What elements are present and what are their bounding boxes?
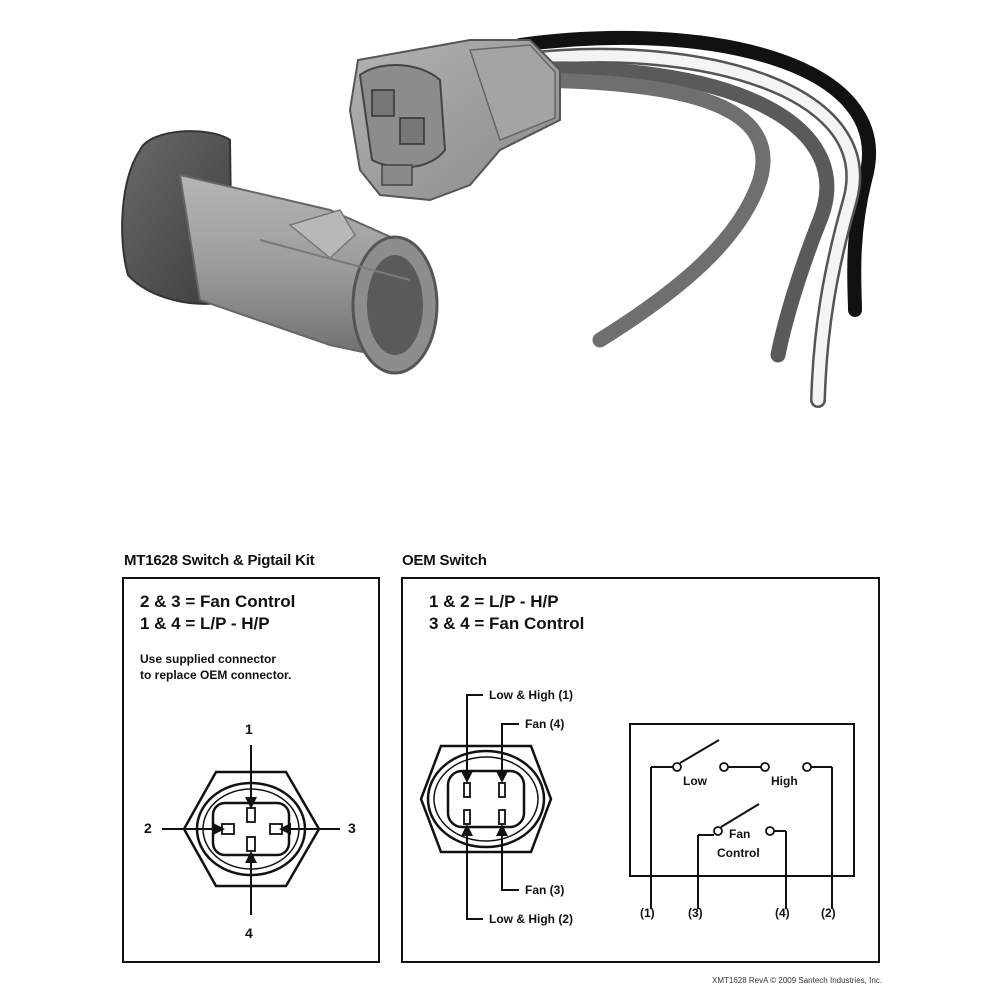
copyright-footer: XMT1628 RevA © 2009 Santech Industries, … bbox=[712, 976, 882, 985]
schematic-high-label: High bbox=[771, 774, 798, 788]
pressure-switch bbox=[121, 130, 439, 375]
oem-label-fan-4: Fan (4) bbox=[525, 717, 565, 731]
oem-connector-diagram bbox=[419, 694, 855, 920]
pigtail-connector bbox=[348, 39, 561, 202]
oem-heading: OEM Switch bbox=[402, 552, 487, 569]
kit-panel: 2 & 3 = Fan Control 1 & 4 = L/P - H/P Us… bbox=[122, 577, 380, 963]
schematic-terminal-4: (4) bbox=[775, 906, 790, 920]
schematic-control-label: Control bbox=[717, 846, 760, 860]
kit-pin-1-label: 1 bbox=[245, 721, 253, 737]
schematic-terminal-3: (3) bbox=[688, 906, 703, 920]
oem-line-1: 1 & 2 = L/P - H/P bbox=[429, 592, 559, 611]
kit-pin-4-label: 4 bbox=[245, 925, 253, 941]
schematic-low-label: Low bbox=[683, 774, 707, 788]
oem-panel: 1 & 2 = L/P - H/P 3 & 4 = Fan Control bbox=[401, 577, 880, 963]
kit-heading: MT1628 Switch & Pigtail Kit bbox=[124, 552, 315, 569]
kit-pin-3-label: 3 bbox=[348, 820, 356, 836]
kit-note-1: Use supplied connector bbox=[140, 652, 277, 666]
pigtail-wires bbox=[507, 30, 876, 408]
oem-label-low-high-2: Low & High (2) bbox=[489, 912, 573, 926]
schematic-fan-label: Fan bbox=[729, 827, 751, 841]
oem-label-fan-3: Fan (3) bbox=[525, 883, 565, 897]
kit-note-2: to replace OEM connector. bbox=[140, 668, 292, 682]
kit-connector-diagram bbox=[162, 745, 340, 915]
schematic-terminal-2: (2) bbox=[821, 906, 836, 920]
product-photo bbox=[121, 30, 876, 408]
kit-line-2: 1 & 4 = L/P - H/P bbox=[140, 614, 270, 633]
oem-label-low-high-1: Low & High (1) bbox=[489, 688, 573, 702]
kit-pin-2-label: 2 bbox=[144, 820, 152, 836]
schematic-terminal-1: (1) bbox=[640, 906, 655, 920]
oem-line-2: 3 & 4 = Fan Control bbox=[429, 614, 585, 633]
kit-line-1: 2 & 3 = Fan Control bbox=[140, 592, 296, 611]
